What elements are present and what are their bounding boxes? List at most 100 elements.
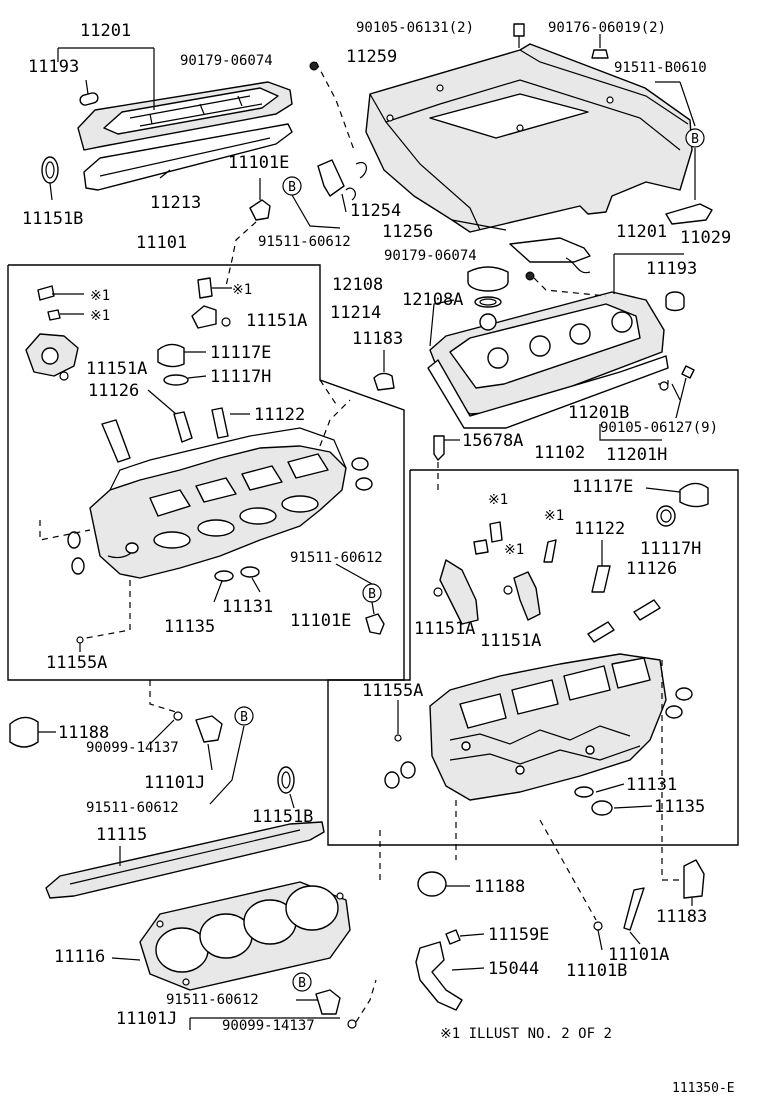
label-11102: 11102 — [534, 443, 585, 463]
b-marker-5: B — [298, 976, 306, 991]
bracket-11256 — [509, 237, 591, 263]
label-11117h-right: 11117H — [640, 539, 701, 559]
camshaft-cap-right-1 — [439, 559, 479, 625]
engine-cover — [309, 23, 713, 233]
ref1-e: ※1 — [544, 508, 564, 524]
label-11201-right: 11201 — [616, 222, 667, 242]
plug-11131-left — [240, 566, 260, 578]
gaskets — [45, 821, 377, 1030]
camshaft-cap-11151a-1 — [191, 305, 217, 329]
plug-11188-left — [9, 716, 39, 748]
cylinder-head-11101 — [89, 445, 347, 579]
washer-11101b — [593, 921, 603, 931]
bolt-90105-06127 — [681, 365, 695, 379]
label-11131-right: 11131 — [626, 775, 677, 795]
sensor-bracket-parts — [225, 178, 341, 287]
guide-11126-left — [173, 411, 193, 443]
bracket-11029 — [665, 203, 713, 225]
ref1-b: ※1 — [90, 308, 110, 324]
sensor-11101e-mid — [365, 613, 385, 635]
label-11193-right: 11193 — [646, 259, 697, 279]
plug-11193-top — [79, 92, 99, 106]
seal-11117e-left — [157, 343, 185, 368]
pin-11155a-right — [394, 734, 402, 742]
engine-cover-11259 — [365, 43, 693, 233]
plug-11193-right — [665, 291, 685, 312]
label-11151a-3: 11151A — [414, 619, 475, 639]
guide-11126-right — [633, 599, 661, 621]
ref1-a: ※1 — [90, 288, 110, 304]
label-11135-right: 11135 — [654, 797, 705, 817]
label-91511-60612-a: 91511-60612 — [258, 234, 351, 250]
label-11151a-2: 11151A — [86, 359, 147, 379]
pin-11151a-2 — [59, 371, 69, 381]
ring-11117h-right — [656, 505, 676, 527]
label-11151a-4: 11151A — [480, 631, 541, 651]
washer-11201b — [659, 381, 669, 391]
pipe-15044 — [415, 941, 463, 1011]
label-11126-right: 11126 — [626, 559, 677, 579]
label-91511-60612-b: 91511-60612 — [290, 550, 383, 566]
nut-90176-06019 — [591, 49, 609, 59]
b-marker-4: B — [240, 710, 248, 725]
label-11188-left: 11188 — [58, 723, 109, 743]
label-11117e-right: 11117E — [572, 477, 633, 497]
bolt-ref1-right-c — [543, 539, 557, 563]
b-marker-1: B — [691, 132, 699, 147]
bolt-ref1-right-b — [473, 539, 489, 555]
bracket-11254 — [317, 159, 345, 197]
plug-11183-top — [373, 372, 395, 391]
illustration-note: ※1 ILLUST NO. 2 OF 2 — [440, 1026, 612, 1042]
tube-11122-left — [211, 407, 229, 439]
bolt-ref1-c — [197, 277, 213, 299]
label-11117h-left: 11117H — [210, 367, 271, 387]
plug-15678a — [433, 435, 460, 490]
box-11101 — [7, 264, 405, 681]
bolt-11159e — [445, 929, 461, 945]
lower-right-parts — [415, 859, 705, 1011]
label-11151b-top: 11151B — [22, 209, 83, 229]
bolt-90105-06131 — [513, 23, 525, 37]
bolt-90179-06074-top — [309, 61, 319, 71]
label-11213: 11213 — [150, 193, 201, 213]
head-cover-left — [41, 47, 293, 201]
plug-11131-right — [574, 786, 594, 798]
label-91511-b0610: 91511-B0610 — [614, 60, 707, 76]
label-12108a: 12108A — [402, 290, 463, 310]
label-11126-left: 11126 — [88, 381, 139, 401]
seal-11135-left — [214, 570, 234, 582]
b-marker-2: B — [288, 180, 296, 195]
label-90105-06131: 90105-06131(2) — [356, 20, 474, 36]
label-11193-top: 11193 — [28, 57, 79, 77]
label-11029: 11029 — [680, 228, 731, 248]
seal-11117e-right — [679, 482, 709, 508]
washer-90099-a — [173, 711, 183, 721]
label-11101j-b: 11101J — [116, 1009, 177, 1029]
label-11254: 11254 — [350, 201, 401, 221]
left-box-upper-parts — [25, 277, 250, 463]
label-11101e-top: 11101E — [228, 153, 289, 173]
cylinder-head-left — [39, 379, 373, 652]
label-11122-right: 11122 — [574, 519, 625, 539]
label-11201b: 11201B — [568, 403, 629, 423]
camshaft-cap-right-2 — [513, 571, 541, 621]
cylinder-head-right — [379, 653, 693, 921]
label-91511-60612-d: 91511-60612 — [166, 992, 259, 1008]
label-11183-bottom: 11183 — [656, 907, 707, 927]
labels: 11201 11193 11151B 11213 90179-06074 901… — [22, 20, 735, 1096]
label-11115: 11115 — [96, 825, 147, 845]
label-11122-left: 11122 — [254, 405, 305, 425]
label-91511-60612-c: 91511-60612 — [86, 800, 179, 816]
label-11214: 11214 — [330, 303, 381, 323]
label-15044: 15044 — [488, 959, 539, 979]
label-90179-mid: 90179-06074 — [384, 248, 477, 264]
washer-90099-b — [347, 1019, 357, 1029]
box-11102 — [327, 469, 739, 846]
lower-left-parts — [9, 680, 295, 809]
label-15678a: 15678A — [462, 431, 523, 451]
label-11101: 11101 — [136, 233, 187, 253]
head-cover-right — [373, 237, 695, 441]
head-cover-gasket-11214 — [427, 355, 669, 429]
label-11101e-mid: 11101E — [290, 611, 351, 631]
